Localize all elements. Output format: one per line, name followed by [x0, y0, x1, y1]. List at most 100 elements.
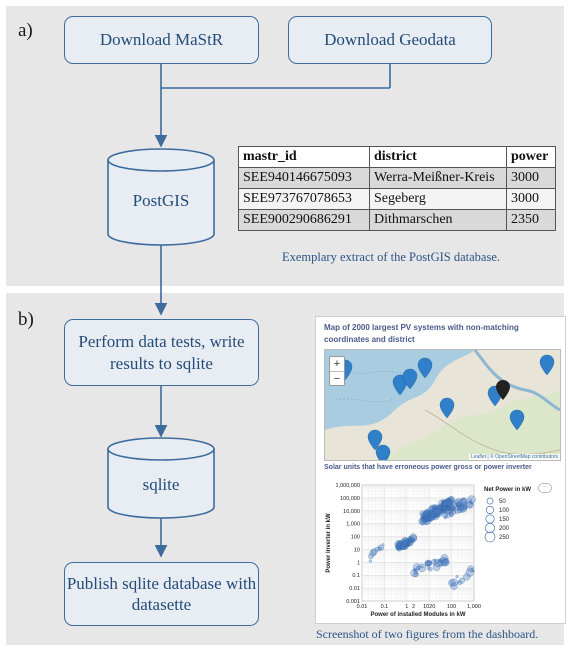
- map-marker-icons: [337, 354, 555, 460]
- scatter-point: [472, 570, 475, 573]
- scatter-point: [416, 565, 421, 570]
- scatter-point: [433, 559, 437, 562]
- column-header: mastr_id: [238, 146, 370, 168]
- dashboard-caption: Screenshot of two figures from the dashb…: [316, 627, 539, 641]
- scatter-point: [417, 563, 427, 572]
- y-tick-label: 1: [357, 560, 360, 566]
- scatter-point: [424, 519, 428, 523]
- dashboard-screenshot: Map of 2000 largest PV systems with non-…: [315, 316, 566, 624]
- scatter-point: [467, 565, 475, 573]
- table-cell: 2350: [506, 209, 556, 231]
- x-tick-label: 100: [447, 604, 456, 610]
- perform-tests-box: Perform data tests, write results to sql…: [64, 319, 259, 386]
- scatter-point: [429, 510, 436, 518]
- scatter-point: [413, 567, 417, 572]
- scatter-point: [405, 541, 410, 547]
- map-canvas: [325, 350, 560, 460]
- map-zoom-control: + −: [329, 356, 345, 386]
- legend-label: 100: [499, 508, 510, 514]
- scatter-point: [368, 559, 372, 563]
- scatter-point: [459, 504, 467, 513]
- scatter-point: [433, 507, 440, 514]
- scatter-point: [397, 546, 401, 550]
- scatter-point: [457, 581, 460, 584]
- scatter-point: [445, 507, 450, 511]
- scatter-point: [455, 575, 459, 579]
- panel-a-label: a): [18, 20, 33, 41]
- postgis-label: PostGIS: [132, 191, 190, 210]
- y-tick-label: 1,000: [346, 522, 360, 528]
- legend-label: 150: [499, 517, 510, 523]
- scatter-point: [449, 511, 454, 516]
- legend-circle: [484, 531, 496, 543]
- scatter-point: [374, 546, 380, 552]
- sqlite-label: sqlite: [142, 475, 180, 494]
- table-cell: Segeberg: [369, 188, 507, 210]
- scatter-point: [423, 516, 426, 520]
- legend-circle: [485, 514, 495, 524]
- map-attribution[interactable]: Leaflet | © OpenStreetMap contributors: [469, 454, 560, 460]
- postgis-cylinder: [107, 148, 215, 246]
- legend-circle: [485, 523, 495, 533]
- scatter-point: [461, 502, 465, 506]
- scatter-point: [459, 577, 465, 584]
- table-cell: Dithmarschen: [369, 209, 507, 231]
- table-row: SEE940146675093 Werra-Meißner-Kreis 3000: [238, 167, 556, 189]
- scatter-point: [463, 573, 471, 581]
- y-axis-label: Power Inverter in kW: [326, 513, 332, 573]
- scatter-point: [441, 500, 448, 507]
- y-tick-label: 0.001: [346, 599, 360, 605]
- zoom-in-button[interactable]: +: [333, 358, 341, 370]
- scatter-point: [442, 512, 448, 519]
- x-tick-label: 1,000: [467, 604, 481, 610]
- y-tick-label: 10: [354, 547, 360, 553]
- column-header: power: [506, 146, 556, 168]
- scatter-point: [368, 553, 374, 559]
- scatter-point: [410, 569, 418, 577]
- chart-menu-button[interactable]: ···: [538, 483, 552, 493]
- x-tick-label: 0.1: [381, 604, 389, 610]
- pv-map: + − Leaflet | © OpenStreetMap contributo…: [324, 349, 561, 461]
- scatter-point: [466, 501, 473, 508]
- column-header: district: [369, 146, 507, 168]
- map-marker-selected-icon: [496, 380, 510, 400]
- scatter-point: [467, 495, 476, 504]
- legend-circle: [485, 505, 495, 515]
- scatter-point: [401, 537, 409, 545]
- x-tick-label: 2: [412, 604, 415, 610]
- table-cell: 3000: [506, 167, 556, 189]
- x-tick-label: 1: [405, 604, 408, 610]
- scatter-point: [452, 507, 456, 511]
- scatter-point: [445, 498, 454, 507]
- scatter-point: [425, 559, 432, 566]
- x-tick-label: 1020: [423, 604, 435, 610]
- scatter-point: [401, 540, 408, 547]
- legend-label: 200: [499, 526, 510, 532]
- legend-label: 50: [499, 499, 506, 505]
- download-mastr-box: Download MaStR: [64, 16, 259, 64]
- scatter-point: [429, 514, 436, 521]
- scatter-point: [449, 511, 455, 517]
- table-row: SEE900290686291 Dithmarschen 2350: [238, 209, 556, 231]
- scatter-point: [424, 560, 431, 566]
- scatter-point: [456, 508, 460, 511]
- zoom-out-button[interactable]: −: [330, 371, 344, 386]
- x-tick-label: 0.01: [357, 604, 368, 610]
- y-tick-label: 100,000: [340, 496, 360, 502]
- table-row: SEE973767078653 Segeberg 3000: [238, 188, 556, 210]
- legend-circle: [486, 497, 494, 505]
- sqlite-cylinder: [107, 437, 215, 519]
- scatter-plot: 1,000,000100,00010,0001,0001001010.10.01…: [326, 483, 531, 618]
- scatter-point: [455, 503, 460, 507]
- scatter-point: [439, 505, 443, 509]
- legend-label: 250: [499, 535, 510, 541]
- panel-b-label: b): [18, 309, 34, 330]
- scatter-point: [456, 505, 464, 513]
- scatter-point: [463, 505, 468, 510]
- scatter-point: [420, 565, 424, 569]
- x-axis-label: Power of installed Modules in kW: [370, 612, 465, 618]
- y-tick-label: 1,000,000: [336, 483, 360, 489]
- scatter-point: [409, 534, 417, 543]
- scatter-point: [444, 510, 447, 513]
